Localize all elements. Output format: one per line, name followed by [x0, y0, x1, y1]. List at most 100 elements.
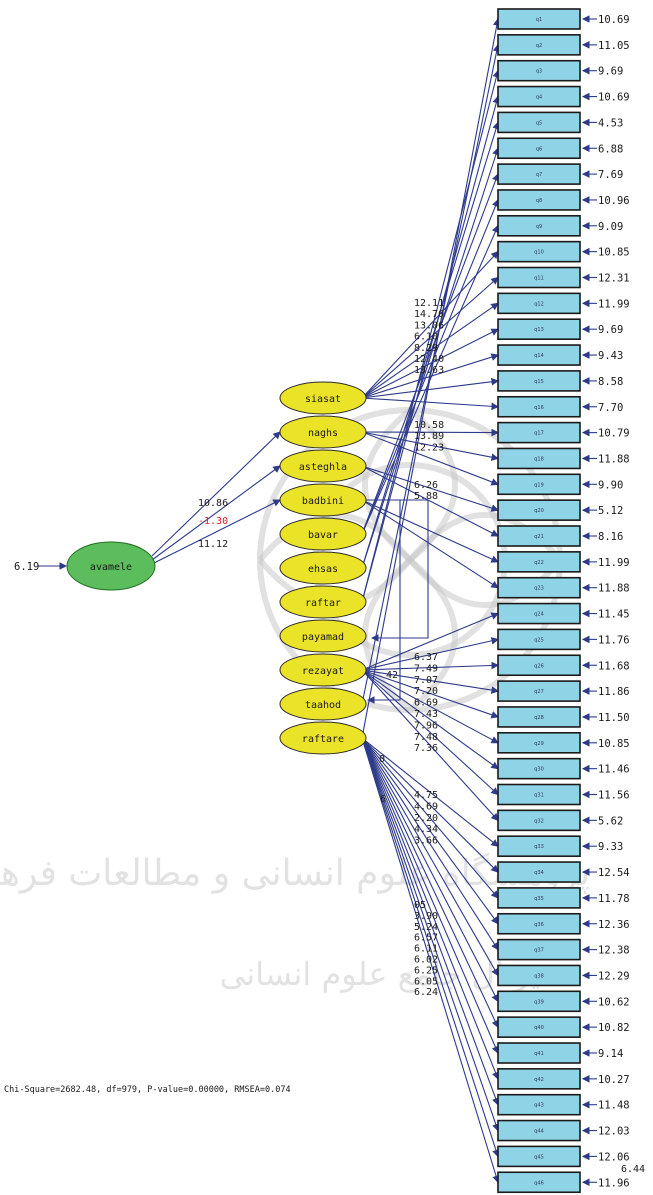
- observed-variable: q42 10.27: [497, 1068, 630, 1090]
- loading-coefficient: 8.29: [414, 343, 438, 354]
- observed-label: q31: [534, 793, 544, 799]
- observed-error: 12.38: [598, 945, 630, 957]
- observed-label: q11: [534, 276, 544, 282]
- observed-label: q39: [534, 999, 544, 1005]
- observed-label: q13: [534, 327, 544, 333]
- loading-coefficient: 6.57: [414, 933, 438, 944]
- loading-coefficient: 7.36: [414, 743, 438, 754]
- observed-error: 11.68: [598, 660, 630, 672]
- loading-coefficient: 13.63: [414, 365, 444, 376]
- observed-label: q1: [536, 17, 542, 23]
- latent-variable: raftare: [279, 721, 367, 755]
- observed-label: q30: [534, 767, 544, 773]
- loading-coefficient: 13.06: [414, 320, 444, 331]
- observed-error: 7.69: [598, 169, 623, 181]
- observed-label: q38: [534, 973, 544, 979]
- observed-error: 11.78: [598, 893, 630, 905]
- loading-coefficient: 5.88: [414, 491, 438, 502]
- observed-error: 12.54: [598, 867, 630, 879]
- observed-label: q15: [534, 379, 544, 385]
- observed-error: 11.50: [598, 712, 630, 724]
- loading-coefficient: 6.24: [414, 987, 438, 998]
- latent-label: naghs: [308, 428, 338, 439]
- misc-value: 6.44: [621, 1164, 645, 1175]
- observed-label: q32: [534, 818, 544, 824]
- observed-error: 12.06: [598, 1151, 630, 1163]
- observed-label: q9: [536, 224, 542, 230]
- loading-coefficient: 4.34: [414, 824, 438, 835]
- loading-coefficient: 12.11: [414, 298, 444, 309]
- latent-variable: naghs: [279, 415, 367, 449]
- observed-label: q5: [536, 120, 542, 126]
- observed-variable: q17 10.79: [497, 421, 630, 444]
- observed-error: 7.70: [598, 402, 623, 414]
- latent-label: payamad: [302, 632, 344, 643]
- loading-coefficient: 14.70: [414, 309, 444, 320]
- exogenous-path-coefficient: -1.30: [198, 516, 228, 527]
- loading-coefficient: 7.07: [414, 675, 438, 686]
- observed-label: q25: [534, 637, 544, 643]
- observed-label: q10: [534, 250, 544, 256]
- loading-coefficient: 7.43: [414, 709, 438, 720]
- observed-error: 12.03: [598, 1126, 630, 1138]
- loading-coefficient: 10.58: [414, 420, 444, 431]
- observed-error: 11.88: [598, 453, 630, 465]
- observed-label: q6: [536, 146, 542, 152]
- observed-variable: q22 11.99: [497, 551, 630, 573]
- observed-label: q3: [536, 69, 542, 75]
- loading-coefficient: 6.05: [414, 976, 438, 987]
- observed-error: 11.45: [598, 609, 630, 621]
- observed-label: q17: [534, 431, 544, 437]
- observed-label: q18: [534, 456, 544, 462]
- observed-error: 10.69: [598, 14, 630, 26]
- observed-error: 8.58: [598, 376, 623, 388]
- observed-error: 9.69: [598, 66, 623, 78]
- loading-coefficient: 05: [414, 900, 426, 911]
- exogenous-error-label: 6.19: [14, 561, 39, 573]
- observed-label: q42: [534, 1077, 544, 1083]
- loading-coefficient: 2.20: [414, 813, 438, 824]
- observed-variable: q18 11.88: [497, 447, 630, 470]
- misc-value: 42: [386, 670, 398, 681]
- observed-variable: q3 9.69: [497, 59, 623, 82]
- observed-error: 10.27: [598, 1074, 630, 1086]
- observed-error: 9.14: [598, 1048, 623, 1060]
- observed-label: q23: [534, 586, 544, 592]
- loading-coefficient: 13.89: [414, 431, 444, 442]
- loading-coefficient: 6.10: [414, 332, 438, 343]
- latent-variable: raftar: [279, 585, 367, 619]
- observed-error: 9.33: [598, 841, 623, 853]
- path-lines: [151, 17, 501, 1184]
- latent-label: raftar: [305, 598, 341, 609]
- observed-variable: q13 9.69: [497, 318, 623, 341]
- observed-label: q37: [534, 948, 544, 954]
- observed-label: q19: [534, 482, 544, 488]
- observed-error: 8.16: [598, 531, 623, 543]
- latent-variable: ehsas: [279, 551, 367, 585]
- observed-error: 9.69: [598, 324, 623, 336]
- watermark-line-2: پرتال جامع علوم انسانی: [220, 955, 540, 993]
- loading-coefficient: 6.26: [414, 480, 438, 491]
- observed-label: q22: [534, 560, 544, 566]
- loading-coefficient: 6.37: [414, 652, 438, 663]
- observed-error: 11.99: [598, 557, 630, 569]
- observed-error: 10.79: [598, 428, 630, 440]
- observed-error: 11.88: [598, 583, 630, 595]
